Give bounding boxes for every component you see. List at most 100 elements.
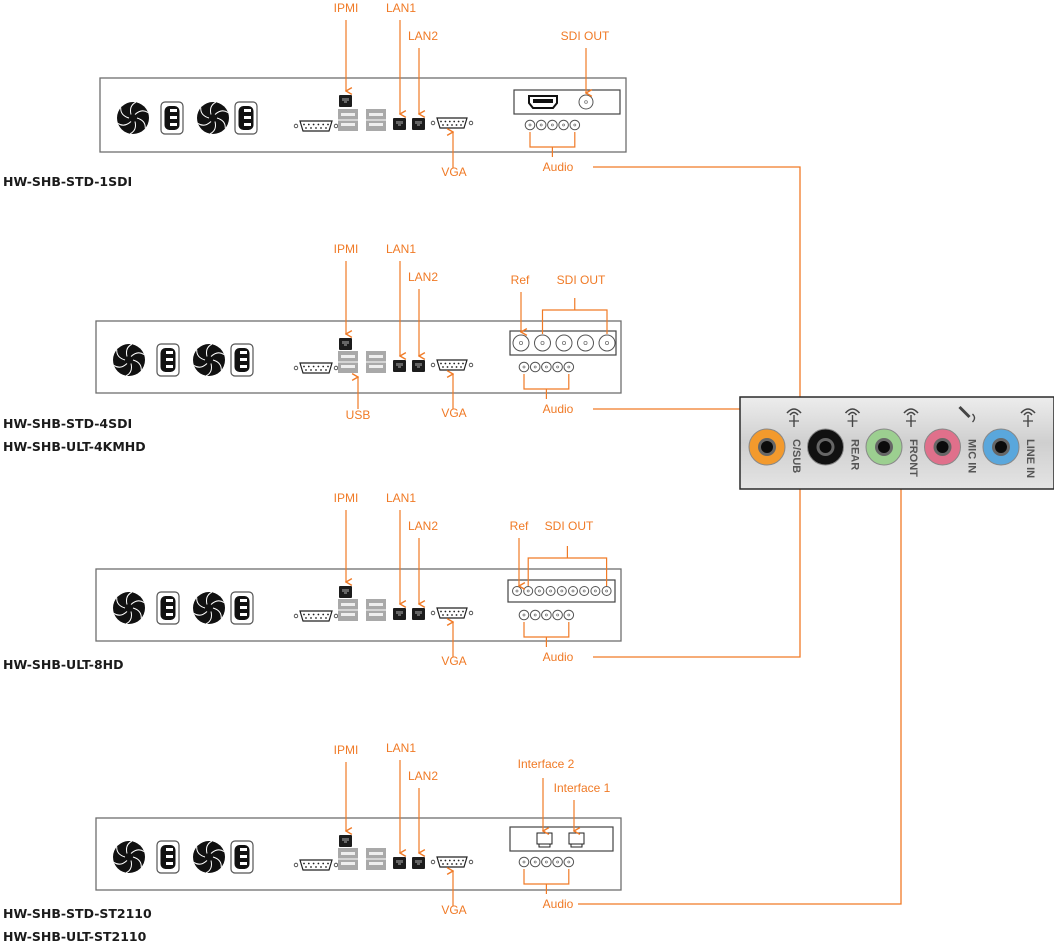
power-inlet-icon bbox=[230, 343, 254, 377]
fan-blade bbox=[210, 352, 225, 357]
lan2-port-icon bbox=[412, 118, 425, 130]
rj45-slot bbox=[396, 121, 403, 126]
wave bbox=[903, 408, 919, 416]
fan-icon bbox=[193, 840, 225, 874]
bnc-pin bbox=[545, 613, 548, 617]
sfp-latch bbox=[538, 843, 551, 848]
inlet-pin bbox=[166, 848, 173, 851]
bnc-pin bbox=[584, 100, 588, 104]
bnc-pin bbox=[539, 123, 543, 127]
fan-icon bbox=[113, 343, 145, 377]
audio-jack-c-sub: C/SUB bbox=[748, 408, 802, 473]
pin bbox=[455, 366, 458, 368]
pin bbox=[451, 863, 453, 865]
ref-port-icon bbox=[512, 334, 530, 352]
bnc-pin bbox=[562, 340, 567, 345]
bnc-pin bbox=[567, 860, 571, 864]
inlet-pin bbox=[170, 123, 177, 126]
fan-blade bbox=[206, 591, 213, 605]
pin bbox=[317, 365, 320, 368]
hdmi-contacts bbox=[533, 99, 553, 103]
jack-label: LINE IN bbox=[1024, 439, 1036, 478]
pin bbox=[448, 120, 451, 123]
usb-slot bbox=[341, 613, 355, 616]
vga-label: VGA bbox=[441, 406, 466, 420]
inlet-pin bbox=[240, 862, 247, 865]
ipmi-port-icon bbox=[339, 835, 352, 847]
pin bbox=[440, 120, 442, 123]
sdi-out-port-icon bbox=[556, 586, 567, 596]
fan-blade bbox=[210, 600, 225, 605]
pin bbox=[303, 365, 305, 368]
pin bbox=[325, 369, 327, 371]
pin bbox=[315, 127, 317, 129]
pin bbox=[460, 366, 462, 368]
fan-blade bbox=[125, 860, 132, 874]
audio-port-icon bbox=[558, 119, 569, 131]
bnc-ring bbox=[534, 334, 551, 352]
bnc-ring bbox=[552, 856, 563, 868]
jack-hole bbox=[995, 441, 1007, 453]
serial-port-icon bbox=[293, 610, 339, 622]
pin bbox=[312, 862, 315, 865]
ipmi-port-icon bbox=[339, 338, 352, 350]
bnc-pin bbox=[549, 589, 552, 593]
pin bbox=[303, 862, 305, 865]
pin bbox=[317, 613, 320, 616]
sdi-out-label: SDI OUT bbox=[545, 519, 594, 533]
usb-slot bbox=[341, 123, 355, 126]
pin bbox=[327, 123, 329, 126]
inlet-pin bbox=[166, 599, 173, 602]
screw bbox=[333, 365, 339, 371]
speaker-wave-icon bbox=[844, 408, 861, 427]
pin bbox=[310, 617, 312, 619]
fan-blade bbox=[212, 856, 222, 868]
bnc-ring bbox=[601, 586, 612, 596]
pin bbox=[446, 863, 449, 865]
pin bbox=[322, 123, 325, 126]
usb-label: USB bbox=[346, 408, 371, 422]
bnc-ring bbox=[598, 334, 616, 352]
lan1-label: LAN1 bbox=[386, 491, 416, 505]
pin bbox=[446, 366, 449, 368]
bnc-ring bbox=[563, 361, 575, 373]
inlet-pin bbox=[170, 116, 177, 119]
ref-label: Ref bbox=[511, 273, 530, 287]
bnc-pin bbox=[594, 589, 597, 593]
bnc-pin bbox=[522, 613, 526, 617]
bnc-ring bbox=[547, 119, 558, 131]
fan-body bbox=[197, 102, 229, 134]
fan-icon bbox=[193, 591, 225, 625]
pin bbox=[327, 862, 329, 865]
lan2-label: LAN2 bbox=[408, 769, 438, 783]
audio-bracket bbox=[529, 132, 576, 157]
pin bbox=[307, 365, 310, 368]
fan-blade bbox=[210, 101, 217, 115]
sdi-out-port-icon bbox=[577, 334, 594, 352]
screw bbox=[333, 613, 339, 619]
ref-port-icon bbox=[512, 586, 522, 596]
sdi-out-bracket bbox=[541, 298, 608, 334]
hdmi-port-icon bbox=[528, 95, 558, 109]
fan-blade bbox=[116, 846, 126, 858]
pin bbox=[322, 365, 325, 368]
bnc-pin bbox=[519, 340, 524, 345]
audio-port-icon bbox=[518, 856, 530, 868]
bnc-pin bbox=[522, 365, 526, 369]
audio-label: Audio bbox=[543, 402, 574, 416]
mic-stem bbox=[958, 405, 971, 419]
fan-blade bbox=[132, 856, 142, 868]
audio-port-icon bbox=[552, 361, 563, 373]
usb-port-icon bbox=[366, 351, 386, 373]
lan2-label: LAN2 bbox=[408, 29, 438, 43]
sdi-out-port-icon bbox=[534, 586, 545, 596]
power-inlet-icon bbox=[230, 840, 254, 874]
lan1-label: LAN1 bbox=[386, 1, 416, 15]
ipmi-port-icon bbox=[339, 586, 352, 598]
ipmi-label: IPMI bbox=[334, 1, 359, 15]
audio-port-icon bbox=[518, 361, 530, 373]
inlet-pin bbox=[166, 862, 173, 865]
screw bbox=[430, 610, 436, 616]
jack-hole bbox=[761, 441, 773, 453]
audio-port-icon bbox=[541, 361, 552, 373]
